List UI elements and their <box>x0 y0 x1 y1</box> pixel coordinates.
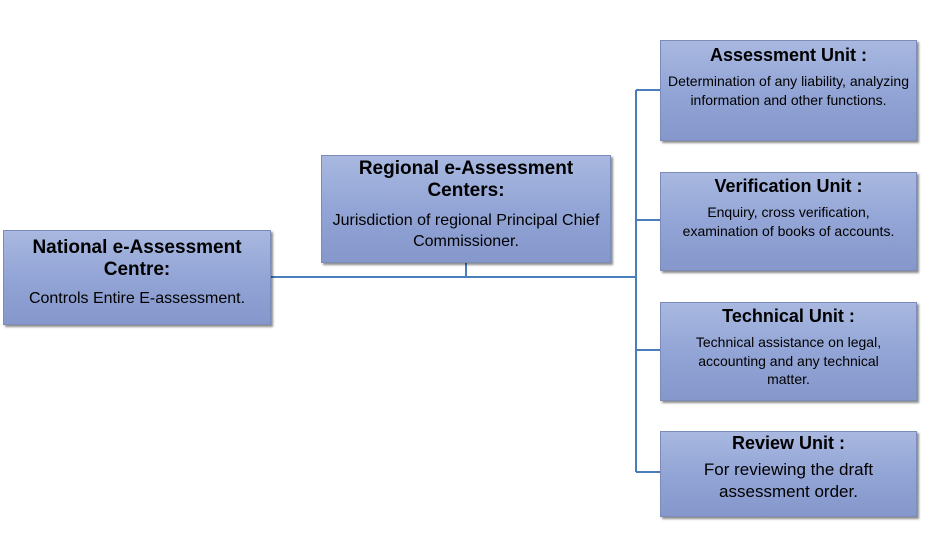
verification-unit-title: Verification Unit : <box>714 176 863 196</box>
assessment-unit-title: Assessment Unit : <box>709 45 868 65</box>
review-unit-title: Review Unit : <box>731 433 846 453</box>
technical-unit-desc: Technical assistance on legal, accountin… <box>695 334 882 388</box>
technical-unit-title: Technical Unit : <box>722 306 855 326</box>
review-unit-desc: For reviewing the draft assessment order… <box>703 460 874 502</box>
regional-centers-box: Regional e-Assessment Centers: Jurisdict… <box>321 155 611 263</box>
regional-centers-title: Regional e-Assessment Centers: <box>358 158 574 202</box>
regional-centers-desc: Jurisdiction of regional Principal Chief… <box>332 211 600 250</box>
verification-unit-desc: Enquiry, cross verification, examination… <box>682 204 895 239</box>
review-unit-box: Review Unit : For reviewing the draft as… <box>660 431 917 517</box>
technical-unit-box: Technical Unit : Technical assistance on… <box>660 302 917 401</box>
assessment-unit-desc: Determination of any liability, analyzin… <box>668 73 909 108</box>
assessment-unit-box: Assessment Unit : Determination of any l… <box>660 40 917 141</box>
verification-unit-box: Verification Unit : Enquiry, cross verif… <box>660 172 917 271</box>
national-centre-desc: Controls Entire E-assessment. <box>28 289 246 307</box>
national-centre-title: National e-Assessment Centre: <box>32 237 242 281</box>
national-centre-box: National e-Assessment Centre: Controls E… <box>3 230 271 325</box>
